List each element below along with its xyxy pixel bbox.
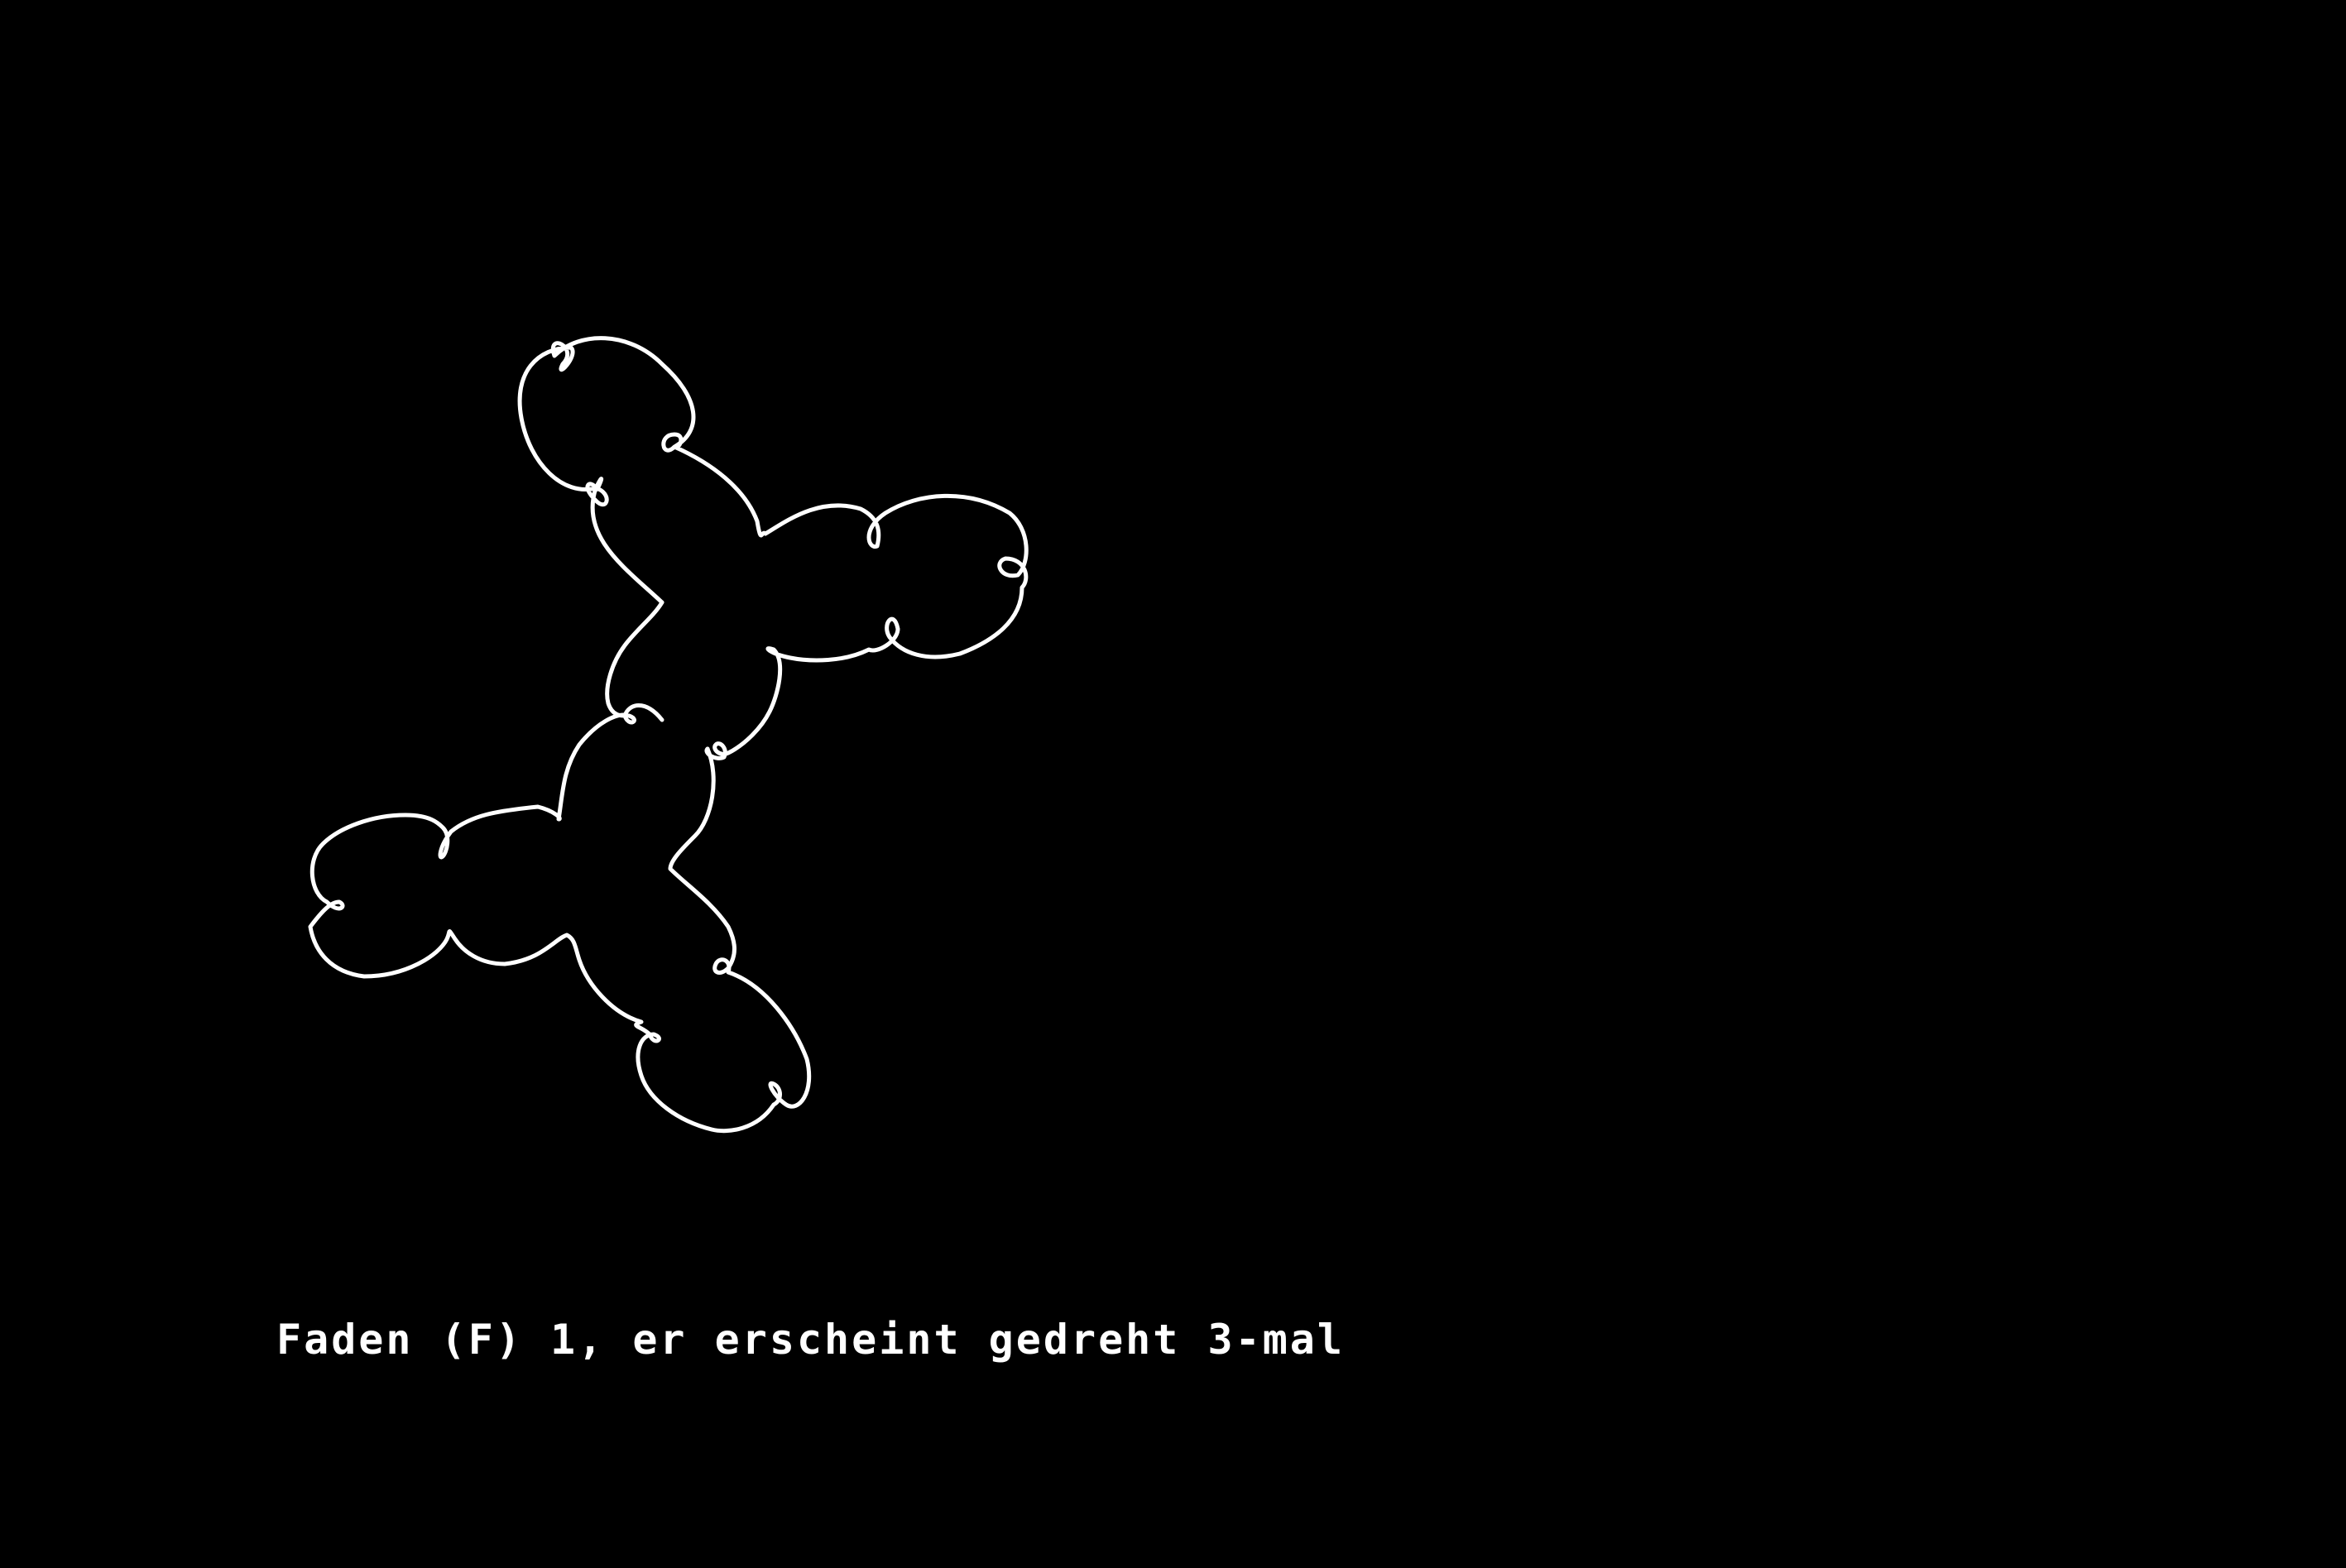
thread-arm-left [308, 703, 812, 1134]
thread-connector [605, 600, 664, 718]
thread-arm-top [517, 336, 1029, 760]
figure-caption: Faden (F) 1, er erscheint gedreht 3-mal [276, 1316, 1345, 1364]
